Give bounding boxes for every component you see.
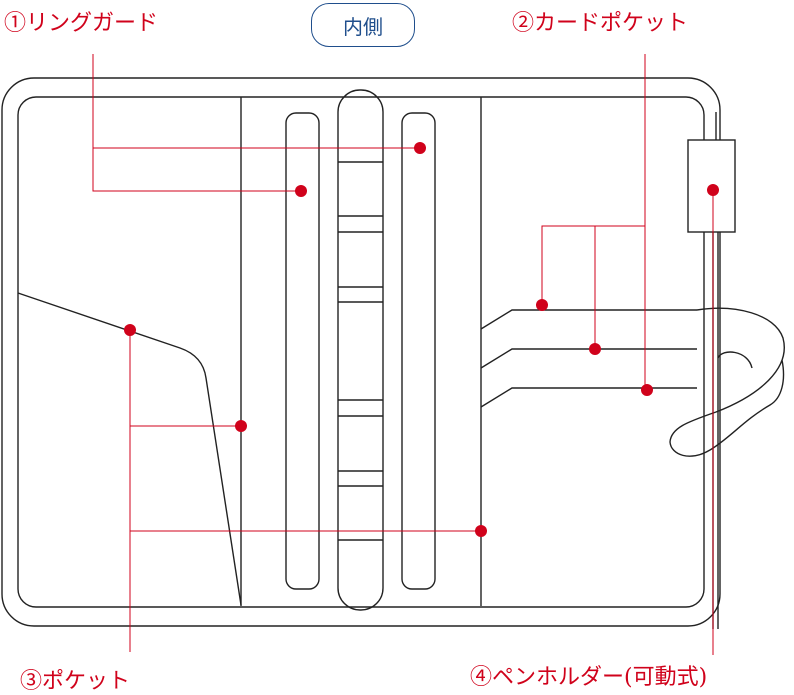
binder-cover-inner [17, 96, 705, 608]
ring-spine [337, 89, 384, 611]
ring-guard-leader [92, 54, 420, 192]
label-pen-holder: ④ペンホルダー(可動式) [470, 665, 708, 690]
card-pocket-middle [480, 348, 697, 369]
pen-holder-strap-loop [717, 351, 753, 369]
pen-holder-dot [707, 184, 719, 196]
card-pocket-leader [541, 54, 646, 390]
pen-holder-strap [669, 307, 785, 457]
ring-guard-dot-2 [295, 185, 307, 197]
left-pocket-outline [17, 292, 242, 606]
card-pocket-dot-2 [589, 343, 601, 355]
card-pocket-dot-1 [536, 299, 548, 311]
card-pocket-dot-3 [641, 384, 653, 396]
ring-guard-left [285, 112, 320, 590]
diagram-title: 内側 [343, 14, 383, 39]
card-pocket-top [480, 309, 697, 330]
pocket-leader [129, 330, 481, 652]
label-card-pocket: ②カードポケット [512, 11, 689, 36]
binder-cover-outer [1, 77, 721, 627]
title-badge: 内側 [311, 3, 415, 47]
ring-guard-dot-1 [414, 142, 426, 154]
pocket-dot-3 [475, 525, 487, 537]
label-pocket: ③ポケット [20, 669, 131, 694]
card-pocket-bottom [480, 387, 697, 408]
pocket-dot-1 [124, 324, 136, 336]
ring-spine-bands [338, 161, 383, 541]
pocket-dot-2 [235, 420, 247, 432]
label-ring-guard: ①リングガード [4, 11, 159, 36]
ring-guard-right [401, 112, 436, 590]
